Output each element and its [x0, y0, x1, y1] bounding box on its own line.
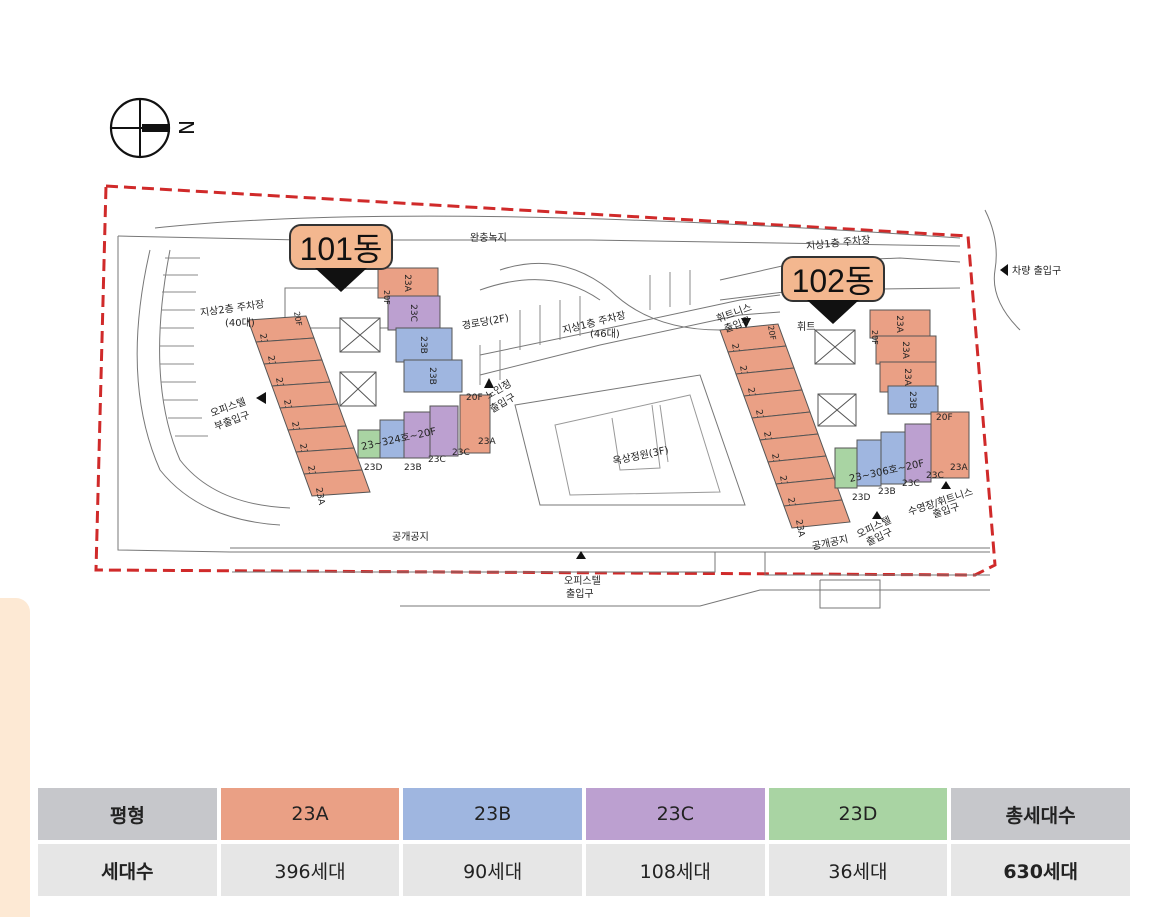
svg-text:20F: 20F	[466, 393, 483, 403]
svg-text:23C: 23C	[902, 479, 920, 489]
parking-1f-right-label: 지상1층 주차장	[805, 234, 871, 253]
unit-cell: 23B	[395, 327, 453, 363]
public-space-left-label: 공개공지	[392, 531, 429, 543]
senior-entry-marker	[484, 378, 494, 388]
count-label-cell: 세대수	[38, 844, 217, 896]
office-sub-entry-marker	[256, 392, 266, 404]
svg-text:23A: 23A	[900, 341, 910, 359]
unit-cell: 23A	[875, 335, 937, 365]
svg-text:23B: 23B	[404, 463, 422, 473]
svg-text:23D: 23D	[364, 463, 382, 473]
pool-entry-marker	[941, 481, 951, 489]
svg-text:23B: 23B	[427, 367, 437, 385]
svg-text:23D: 23D	[852, 493, 870, 503]
svg-text:23A: 23A	[902, 368, 912, 386]
office-entry-marker	[576, 551, 586, 559]
count-23c-cell: 108세대	[585, 844, 765, 896]
building-102-callout: 102동	[781, 256, 885, 324]
unit-type-table: 평형 23A 23B 23C 23D 총세대수 세대수 396세대 90세대 1…	[34, 784, 1134, 900]
count-23b-cell: 90세대	[403, 844, 582, 896]
public-space-right-label: 공개공지	[811, 533, 850, 552]
office-entry-label-1: 오피스텔	[564, 575, 601, 587]
svg-text:23A: 23A	[894, 315, 904, 333]
office-entry-label-2: 출입구	[566, 587, 594, 600]
svg-text:20F: 20F	[766, 325, 777, 342]
count-23a-cell: 396세대	[220, 844, 400, 896]
fitness-entry-marker	[741, 318, 751, 328]
unit-cell	[880, 431, 906, 485]
header-23a-cell: 23A	[220, 788, 400, 840]
svg-text:23B: 23B	[878, 487, 896, 497]
header-23c-cell: 23C	[585, 788, 765, 840]
site-plan: N	[94, 97, 1061, 609]
header-23d-cell: 23D	[768, 788, 948, 840]
table-header-row: 평형 23A 23B 23C 23D 총세대수	[38, 788, 1130, 840]
unit-cell	[459, 394, 491, 454]
unit-cell: 23B	[403, 359, 463, 393]
svg-text:23A: 23A	[793, 519, 806, 539]
svg-text:23C: 23C	[452, 448, 470, 458]
svg-text:20F: 20F	[382, 290, 391, 305]
floor-label: 20F	[292, 311, 303, 328]
count-total-cell: 630세대	[951, 844, 1130, 896]
svg-text:20F: 20F	[870, 330, 879, 345]
building-101-callout: 101동	[289, 224, 393, 292]
header-total-cell: 총세대수	[951, 788, 1130, 840]
svg-text:23A: 23A	[950, 463, 968, 473]
svg-text:23A: 23A	[313, 487, 326, 507]
unit-cell: 23B	[887, 385, 939, 415]
unit-cell	[930, 411, 970, 479]
fitness-short-label: 휘트	[797, 321, 815, 333]
path-2f-label: 경로당(2F)	[461, 311, 510, 332]
rooftop-garden	[514, 374, 746, 506]
parking-2f-label: 지상2층 주차장	[199, 298, 265, 319]
office-entry-right-marker	[872, 511, 882, 519]
svg-text:20F: 20F	[936, 413, 953, 423]
unit-cell	[904, 423, 932, 483]
svg-text:23C: 23C	[926, 471, 944, 481]
unit-cell: 23A	[377, 267, 439, 299]
unit-cell	[783, 499, 851, 529]
unit-cell	[403, 411, 431, 459]
compass-icon: N	[109, 97, 198, 159]
svg-text:23B: 23B	[418, 336, 428, 354]
side-tab	[0, 598, 30, 917]
unit-cell	[429, 405, 459, 457]
svg-text:23C: 23C	[408, 304, 418, 322]
table-count-row: 세대수 396세대 90세대 108세대 36세대 630세대	[38, 844, 1130, 896]
unit-cell	[379, 419, 405, 459]
svg-text:23A: 23A	[402, 274, 412, 292]
car-entry-label: 차량 출입구	[1012, 264, 1061, 277]
header-label-cell: 평형	[38, 788, 217, 840]
svg-text:23C: 23C	[428, 455, 446, 465]
unit-cell: 23C	[387, 295, 441, 331]
svg-text:23B: 23B	[907, 391, 917, 409]
count-23d-cell: 36세대	[768, 844, 948, 896]
compass-label: N	[174, 120, 198, 135]
svg-text:23A: 23A	[478, 437, 496, 447]
car-entry-marker	[1000, 264, 1008, 276]
parking-1f-count: (46대)	[590, 328, 620, 340]
top-road-label: 완충녹지	[470, 232, 507, 244]
header-23b-cell: 23B	[403, 788, 582, 840]
parking-2f-count: (40대)	[225, 317, 255, 329]
unit-cell	[856, 439, 882, 487]
unit-cell: 23A	[869, 309, 931, 339]
unit-cell	[303, 469, 371, 497]
